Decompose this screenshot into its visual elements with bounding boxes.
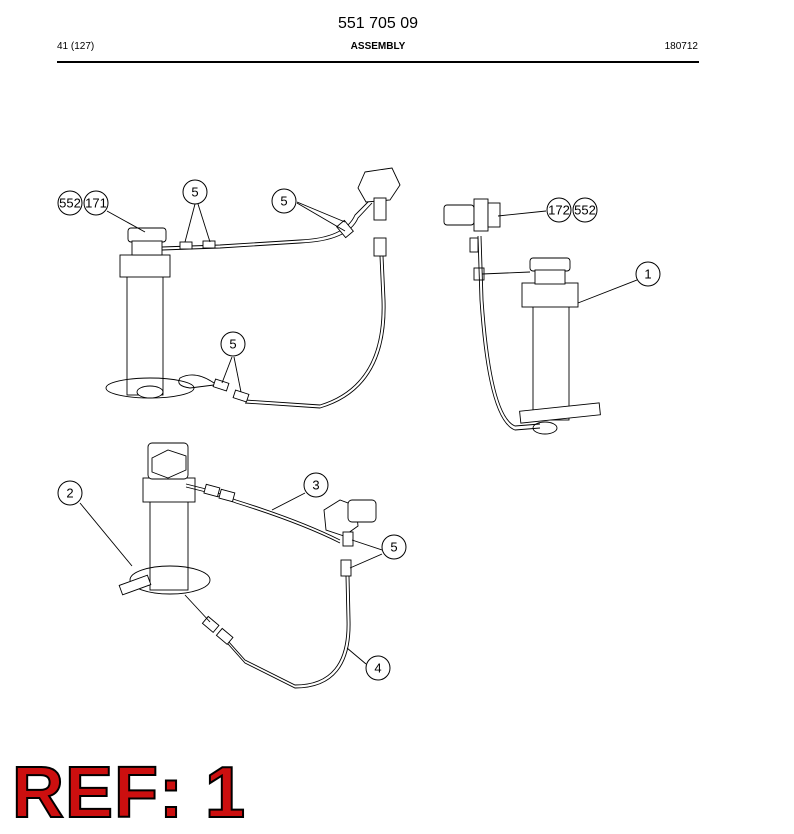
header-divider bbox=[57, 61, 699, 63]
svg-text:552: 552 bbox=[59, 196, 81, 211]
pin-assembly-top-left bbox=[105, 167, 401, 409]
callout-5-top-middle: 5 bbox=[271, 188, 297, 214]
svg-text:5: 5 bbox=[191, 185, 198, 200]
document-part-number: 551 705 09 bbox=[337, 15, 419, 32]
callout-3: 3 bbox=[303, 472, 329, 498]
svg-text:3: 3 bbox=[312, 478, 319, 493]
reference-label: REF: 1 bbox=[11, 752, 247, 834]
page-number: 41 (127) bbox=[57, 41, 95, 52]
callout-552-right: 552 bbox=[572, 197, 598, 223]
svg-text:4: 4 bbox=[374, 661, 381, 676]
callout-4: 4 bbox=[365, 655, 391, 681]
callout-5-bottom: 5 bbox=[381, 534, 407, 560]
pin-assembly-top-right bbox=[443, 198, 601, 435]
pin-assembly-bottom bbox=[118, 442, 377, 689]
svg-text:552: 552 bbox=[574, 203, 596, 218]
svg-text:5: 5 bbox=[280, 194, 287, 209]
svg-text:171: 171 bbox=[85, 196, 107, 211]
section-title: ASSEMBLY bbox=[350, 41, 406, 52]
callout-552: 552 bbox=[57, 190, 83, 216]
date-code: 180712 bbox=[664, 41, 698, 52]
callout-172: 172 bbox=[546, 197, 572, 223]
svg-text:5: 5 bbox=[229, 337, 236, 352]
callout-5-lower-left: 5 bbox=[220, 331, 246, 357]
callout-1: 1 bbox=[635, 261, 661, 287]
callout-2: 2 bbox=[57, 480, 83, 506]
callout-5-top-left: 5 bbox=[182, 179, 208, 205]
svg-text:2: 2 bbox=[66, 486, 73, 501]
svg-text:172: 172 bbox=[548, 203, 570, 218]
svg-text:5: 5 bbox=[390, 540, 397, 555]
callout-171: 171 bbox=[83, 190, 109, 216]
svg-text:1: 1 bbox=[644, 267, 651, 282]
leader-lines bbox=[79, 201, 638, 665]
